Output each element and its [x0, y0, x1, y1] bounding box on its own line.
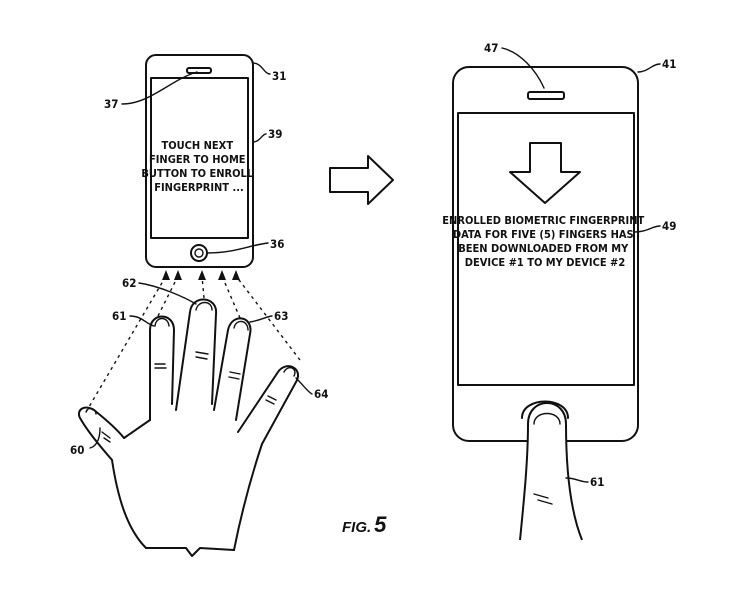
arrowhead-icon — [218, 270, 226, 280]
arrowhead-icon — [162, 270, 170, 280]
ref-label-47: 47 — [484, 41, 498, 55]
hand-illustration — [78, 298, 299, 557]
left-device-body — [145, 54, 254, 268]
ref-label-63: 63 — [274, 309, 288, 323]
arrowhead-icon — [174, 270, 182, 280]
ref-label-64: 64 — [314, 387, 328, 401]
ref-label-62: 62 — [122, 276, 136, 290]
download-arrow-icon — [509, 142, 581, 204]
ref-label-37: 37 — [104, 97, 118, 111]
ref-label-39: 39 — [268, 127, 282, 141]
right-device-screen — [457, 112, 635, 386]
right-device: ENROLLED BIOMETRIC FINGERPRINT DATA FOR … — [442, 66, 647, 541]
ref-label-36: 36 — [270, 237, 284, 251]
left-device-screen — [150, 77, 249, 239]
left-device-home-button-icon — [190, 244, 208, 262]
arrowhead-icon — [232, 270, 240, 280]
ref-label-60: 60 — [70, 443, 84, 457]
arrowhead-icon — [198, 270, 206, 280]
left-screen-text: TOUCH NEXT FINGER TO HOME BUTTON TO ENRO… — [141, 139, 256, 194]
ref-label-49: 49 — [662, 219, 676, 233]
ref-label-41: 41 — [662, 57, 676, 71]
ref-label-61-right: 61 — [590, 475, 604, 489]
transfer-arrow-icon — [329, 155, 394, 205]
ref-label-31: 31 — [272, 69, 286, 83]
figure-caption: FIG.5 — [342, 512, 387, 537]
finger-projection-lines — [85, 270, 301, 413]
left-device-speaker-icon — [186, 67, 212, 74]
ref-label-61: 61 — [112, 309, 126, 323]
finger-illustration — [519, 402, 583, 541]
right-device-speaker-icon — [527, 91, 565, 100]
right-screen-text: ENROLLED BIOMETRIC FINGERPRINT DATA FOR … — [442, 214, 647, 269]
left-device: TOUCH NEXT FINGER TO HOME BUTTON TO ENRO… — [141, 54, 256, 268]
